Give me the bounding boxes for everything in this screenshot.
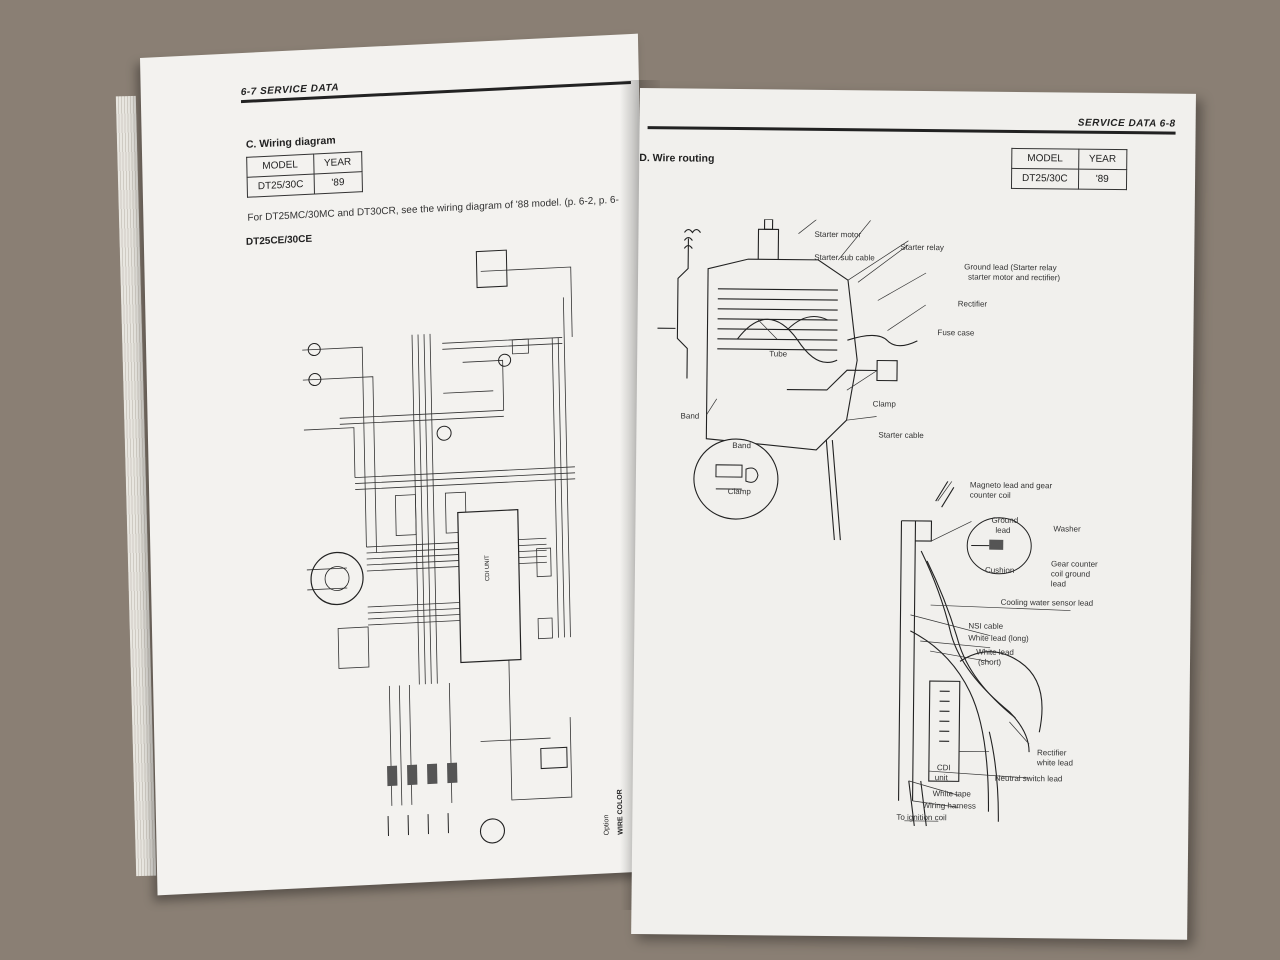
callout-white-tape: White tape	[932, 789, 971, 799]
callout-magneto-1: Magneto lead and gear	[969, 480, 1053, 491]
callout-neutral-switch: Neutral switch lead	[994, 773, 1063, 784]
callout-starter-relay: Starter relay	[900, 242, 944, 253]
callout-cooling-water: Cooling water sensor lead	[1000, 597, 1094, 608]
callout-magneto-2: counter coil	[969, 490, 1011, 500]
right-page-header: SERVICE DATA 6-8	[647, 113, 1176, 135]
model-header: MODEL	[1011, 148, 1079, 170]
right-model-table: MODEL YEAR DT25/30C '89	[1011, 148, 1127, 190]
left-page-header: 6-7 SERVICE DATA	[240, 68, 631, 104]
callout-detail-band: Band	[732, 440, 751, 451]
callout-nsi-cable: NSI cable	[968, 621, 1004, 631]
right-page: SERVICE DATA 6-8 D. Wire routing MODEL Y…	[631, 88, 1196, 940]
callout-clamp: Clamp	[872, 399, 896, 409]
lower-unit-illustration	[898, 480, 1071, 827]
callout-rectifier-white-1: Rectifier	[1037, 748, 1067, 758]
cdi-unit-label: CDI UNIT	[485, 555, 492, 582]
callout-cdi-unit-1: CDI	[936, 763, 951, 773]
callout-wiring-harness: Wiring harness	[922, 800, 976, 811]
diagram-model-label: DT25CE/30CE	[245, 233, 313, 248]
engine-top-illustration	[657, 218, 927, 542]
callout-cushion: Cushion	[984, 565, 1015, 575]
callout-gear-counter-3: lead	[1050, 579, 1067, 589]
callout-tube: Tube	[769, 349, 788, 359]
callout-cdi-unit-2: unit	[934, 773, 948, 783]
callout-detail-clamp: Clamp	[727, 486, 751, 497]
callout-white-lead-short-2: (short)	[977, 657, 1002, 667]
callout-ground-lead-b: lead	[995, 525, 1011, 535]
callout-gear-counter-1: Gear counter	[1050, 559, 1098, 569]
cdi-unit-box	[457, 509, 522, 664]
callout-white-lead-short-1: White lead	[976, 647, 1014, 657]
option-label: Option	[603, 814, 610, 835]
callout-white-lead-long: White lead (long)	[968, 633, 1029, 644]
year-header: YEAR	[313, 151, 362, 175]
model-cell: DT25/30C	[247, 174, 315, 198]
starter-motor-symbol	[479, 818, 506, 844]
callout-gear-counter-2: coil ground	[1050, 569, 1091, 579]
callout-to-ignition: To ignition coil	[896, 812, 947, 823]
callout-ground-lead-a: Ground	[991, 515, 1019, 525]
magneto-symbol	[310, 551, 364, 606]
callout-fuse-case: Fuse case	[937, 328, 975, 338]
callout-band: Band	[680, 411, 700, 421]
callout-washer: Washer	[1053, 524, 1081, 534]
wire-color-label: WIRE COLOR	[617, 789, 625, 835]
wiring-diagram: CDI UNIT	[302, 249, 625, 844]
callout-rectifier-white-2: white lead	[1036, 758, 1074, 768]
year-cell: '89	[1078, 169, 1127, 190]
callout-rectifier: Rectifier	[957, 299, 988, 309]
wiring-diagram-title: C. Wiring diagram	[245, 134, 336, 151]
callout-starter-motor: Starter motor	[814, 229, 862, 240]
year-cell: '89	[313, 171, 363, 195]
wiring-note: For DT25MC/30MC and DT30CR, see the wiri…	[247, 194, 619, 224]
year-header: YEAR	[1078, 149, 1127, 170]
battery-symbol	[540, 746, 568, 770]
left-model-table: MODEL YEAR DT25/30C '89	[246, 151, 363, 198]
callout-ground-lead-1: Ground lead (Starter relay	[964, 262, 1057, 273]
wire-routing-title: D. Wire routing	[639, 151, 715, 165]
band-clamp-detail	[693, 438, 779, 520]
callout-starter-sub-cable: Starter sub cable	[814, 252, 875, 263]
ignition-switch-symbol	[475, 249, 508, 289]
model-cell: DT25/30C	[1011, 168, 1079, 190]
callout-ground-lead-2: starter motor and rectifier)	[967, 272, 1061, 283]
callout-starter-cable: Starter cable	[878, 430, 924, 440]
left-page: 6-7 SERVICE DATA C. Wiring diagram MODEL…	[140, 33, 656, 896]
